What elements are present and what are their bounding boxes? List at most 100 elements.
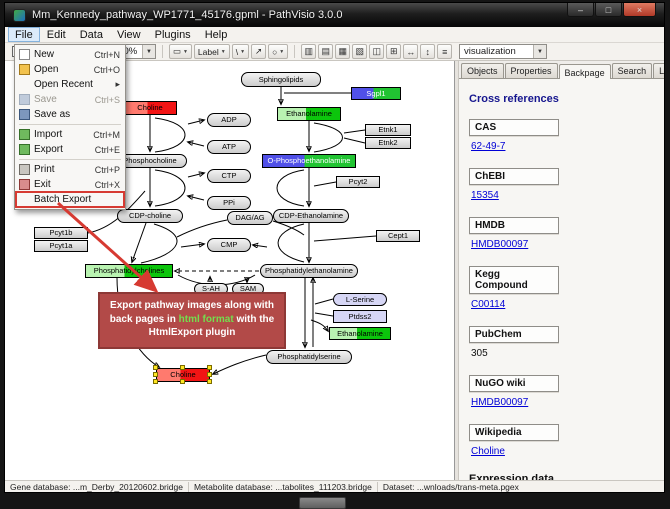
file-menu-item-open-recent[interactable]: Open Recent▸	[16, 77, 124, 92]
menubar-item-help[interactable]: Help	[204, 28, 228, 41]
line-tool[interactable]: \▼	[231, 44, 250, 59]
tab-objects[interactable]: Objects	[461, 63, 504, 78]
pathway-edge[interactable]	[180, 244, 204, 247]
xref-id-link[interactable]: 62-49-7	[471, 141, 506, 152]
xref-id-link[interactable]: 15354	[471, 190, 499, 201]
visualization-combobox[interactable]: visualization ▼	[459, 44, 547, 59]
xref-id-link[interactable]: Choline	[471, 446, 505, 457]
pathway-edge[interactable]	[188, 196, 205, 201]
pathway-edge[interactable]	[187, 120, 204, 124]
pathway-node-phosphatidylethanolamine[interactable]: Phosphatidylethanolamine	[260, 264, 358, 278]
pathway-node-ptdss2[interactable]: Ptdss2	[333, 310, 387, 323]
chevron-down-icon[interactable]: ▼	[141, 45, 155, 58]
pathway-edge[interactable]	[272, 220, 305, 236]
pathway-node-ethanolamine[interactable]: Ethanolamine	[329, 327, 391, 340]
xref-id-link[interactable]: HMDB00097	[471, 397, 529, 408]
pathway-node-ctp[interactable]: CTP	[207, 169, 251, 183]
menubar-item-data[interactable]: Data	[79, 28, 103, 41]
align-left-button[interactable]: ▥	[301, 44, 317, 59]
pathway-edge[interactable]	[276, 169, 305, 207]
pathway-edge[interactable]	[132, 222, 147, 262]
pathway-edge[interactable]	[343, 137, 366, 144]
menubar-item-edit[interactable]: Edit	[46, 28, 66, 41]
shape-tool[interactable]: ○▼	[268, 44, 289, 59]
pathway-node-o-phosphoethanolamine[interactable]: O-Phosphoethanolamine	[262, 154, 356, 168]
pathway-edge[interactable]	[213, 354, 267, 374]
connector-tool[interactable]: ↗	[251, 44, 267, 59]
pathway-node-choline[interactable]: Choline	[123, 101, 177, 115]
selection-handle[interactable]	[153, 379, 158, 384]
common-width-button[interactable]: ↔	[403, 44, 419, 59]
pathway-node-ppi[interactable]: PPi	[207, 196, 251, 210]
label-tool[interactable]: Label▼	[193, 44, 230, 59]
pathway-edge[interactable]	[314, 298, 334, 305]
tab-legend[interactable]: Legend	[653, 63, 664, 78]
selection-handle[interactable]	[180, 365, 185, 370]
panel-splitter[interactable]	[455, 61, 459, 480]
align-right-button[interactable]: ▦	[335, 44, 351, 59]
pathway-edge[interactable]	[140, 223, 178, 264]
file-menu-item-batch-export[interactable]: Batch Export	[15, 191, 125, 208]
pathway-edge[interactable]	[314, 312, 334, 317]
align-center-horizontal-button[interactable]: ▤	[318, 44, 334, 59]
pathway-node-sphingolipids[interactable]: Sphingolipids	[241, 72, 321, 87]
selection-handle[interactable]	[207, 372, 212, 377]
stack-objects-button[interactable]: ≡	[437, 44, 453, 59]
pathway-edge[interactable]	[188, 142, 205, 147]
tab-backpage[interactable]: Backpage	[558, 64, 611, 79]
pathway-node-l-serine[interactable]: L-Serine	[333, 293, 387, 306]
pathway-edge[interactable]	[313, 235, 377, 242]
menubar-item-view[interactable]: View	[116, 28, 141, 41]
tab-search[interactable]: Search	[611, 63, 653, 78]
pathway-edge[interactable]	[343, 129, 366, 134]
pathway-edge[interactable]	[313, 122, 343, 153]
selection-handle[interactable]	[153, 365, 158, 370]
pathway-node-etnk1[interactable]: Etnk1	[365, 124, 411, 136]
xref-id-link[interactable]: C00114	[471, 299, 506, 310]
datanode-tool[interactable]: ▭▼	[168, 44, 192, 59]
pathway-node-cmp[interactable]: CMP	[207, 238, 251, 252]
menubar-item-plugins[interactable]: Plugins	[154, 28, 191, 41]
selection-handle[interactable]	[207, 365, 212, 370]
pathway-node-etnk2[interactable]: Etnk2	[365, 137, 411, 149]
pathway-node-atp[interactable]: ATP	[207, 140, 251, 154]
close-button[interactable]: ×	[623, 3, 656, 17]
pathway-node-cept1[interactable]: Cept1	[376, 230, 420, 242]
pathway-node-sgpl1[interactable]: Sgpl1	[351, 87, 401, 100]
pathway-node-pcyt1b[interactable]: Pcyt1b	[34, 227, 88, 239]
selection-handle[interactable]	[207, 379, 212, 384]
selection-handle[interactable]	[153, 372, 158, 377]
pathway-node-cdp-ethanolamine[interactable]: CDP-Ethanolamine	[273, 209, 349, 223]
pathway-edge[interactable]	[277, 223, 305, 263]
maximize-button[interactable]: □	[595, 3, 622, 17]
chevron-down-icon[interactable]: ▼	[533, 45, 546, 58]
pathway-node-phosphatidylcholines[interactable]: Phosphatidylcholines	[85, 264, 173, 278]
pathway-edge[interactable]	[253, 245, 268, 247]
tab-properties[interactable]: Properties	[504, 63, 558, 78]
selection-handle[interactable]	[180, 379, 185, 384]
pathway-edge[interactable]	[187, 173, 204, 177]
pathway-node-phosphatidylserine[interactable]: Phosphatidylserine	[266, 350, 352, 364]
pathway-node-pcyt1a[interactable]: Pcyt1a	[34, 240, 88, 252]
pathway-edge[interactable]	[313, 181, 337, 187]
minimize-button[interactable]: –	[567, 3, 594, 17]
pathway-node-dag-ag[interactable]: DAG/AG	[227, 211, 273, 225]
file-menu-item-save-as[interactable]: Save as	[16, 107, 124, 122]
align-bottom-button[interactable]: ⊞	[386, 44, 402, 59]
align-center-vertical-button[interactable]: ◫	[369, 44, 385, 59]
pathway-node-phosphocholine[interactable]: Phosphocholine	[113, 154, 187, 168]
align-top-button[interactable]: ▧	[352, 44, 368, 59]
pathway-node-cdp-choline[interactable]: CDP-choline	[117, 209, 183, 223]
pathway-edge[interactable]	[176, 219, 228, 238]
pathway-node-adp[interactable]: ADP	[207, 113, 251, 127]
pathway-node-ethanolamine[interactable]: Ethanolamine	[277, 107, 341, 121]
xref-id-link[interactable]: HMDB00097	[471, 239, 529, 250]
pathway-edge[interactable]	[154, 169, 186, 207]
